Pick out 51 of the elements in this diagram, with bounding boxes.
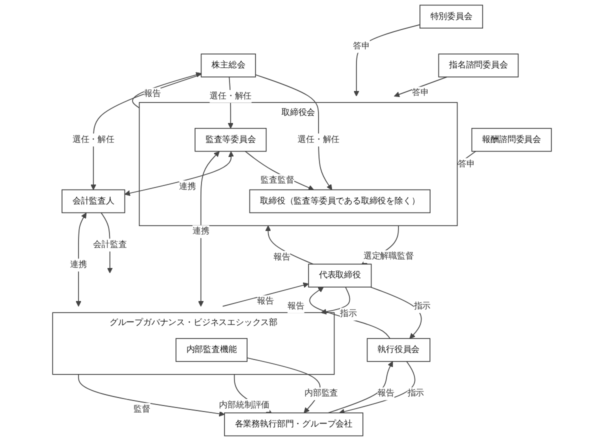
arrow xyxy=(265,225,314,265)
edge-label: 選任・解任 xyxy=(298,134,340,145)
edge-label: 連携 xyxy=(179,182,196,192)
edge-label: 連携 xyxy=(70,260,87,270)
arrow xyxy=(76,212,87,307)
node-box: 株主総会 xyxy=(200,54,256,78)
edge-label: 内部統制評価 xyxy=(219,400,270,410)
edge-label: 選定解職監督 xyxy=(363,252,414,262)
node-box: 代表取締役 xyxy=(308,264,372,288)
edge-label: 答申 xyxy=(353,41,370,51)
arrow xyxy=(198,151,220,307)
edge-label: 報告 xyxy=(273,252,290,262)
arrow xyxy=(222,282,309,307)
arrow xyxy=(354,24,420,96)
arrow xyxy=(132,72,202,108)
arrow xyxy=(394,76,448,98)
arrow xyxy=(124,151,234,196)
arrow xyxy=(339,361,416,414)
edge-label: 答申 xyxy=(458,159,475,170)
node-box: 指名諮問委員会 xyxy=(438,54,519,78)
node-box: 会計監査人 xyxy=(62,189,126,214)
edge-label: 会計監査 xyxy=(93,240,127,250)
arrow xyxy=(78,374,225,417)
edge-label: 報告 xyxy=(378,388,394,398)
edge-label: 選任・解任 xyxy=(210,91,252,101)
edge-label: 答申 xyxy=(412,88,430,98)
arrow xyxy=(90,74,202,190)
edge-label: 監督 xyxy=(134,404,150,414)
edge-label: 指示 xyxy=(340,308,357,319)
edge-label: 報告 xyxy=(144,89,161,99)
edge-label: 連携 xyxy=(192,226,210,236)
node-box: 内部監査機能 xyxy=(176,338,248,362)
node-box: 取締役（監査等委員である取締役を除く） xyxy=(249,189,430,214)
node-box: 各業務執行部門・グループ会社 xyxy=(224,412,364,436)
node-box: 報酬諮問委員会 xyxy=(471,128,552,152)
edge-label: 報告 xyxy=(288,301,304,312)
arrow xyxy=(244,150,314,190)
edge-label: 報告 xyxy=(257,296,274,306)
edge-label: 選任・解任 xyxy=(72,134,114,145)
edge-label: 指示 xyxy=(414,301,431,312)
arrow xyxy=(255,74,332,190)
edge-label: 指示 xyxy=(407,388,424,398)
edge-label: 監査監督 xyxy=(260,175,294,186)
node-box: 特別委員会 xyxy=(420,4,484,29)
arrow xyxy=(320,286,350,314)
node-box: 監査等委員会 xyxy=(194,128,267,152)
node-box: 執行役員会 xyxy=(366,338,430,362)
arrow xyxy=(309,286,390,339)
edge-label: 内部監査 xyxy=(304,388,338,398)
arrow xyxy=(328,361,393,414)
arrow xyxy=(370,286,422,339)
